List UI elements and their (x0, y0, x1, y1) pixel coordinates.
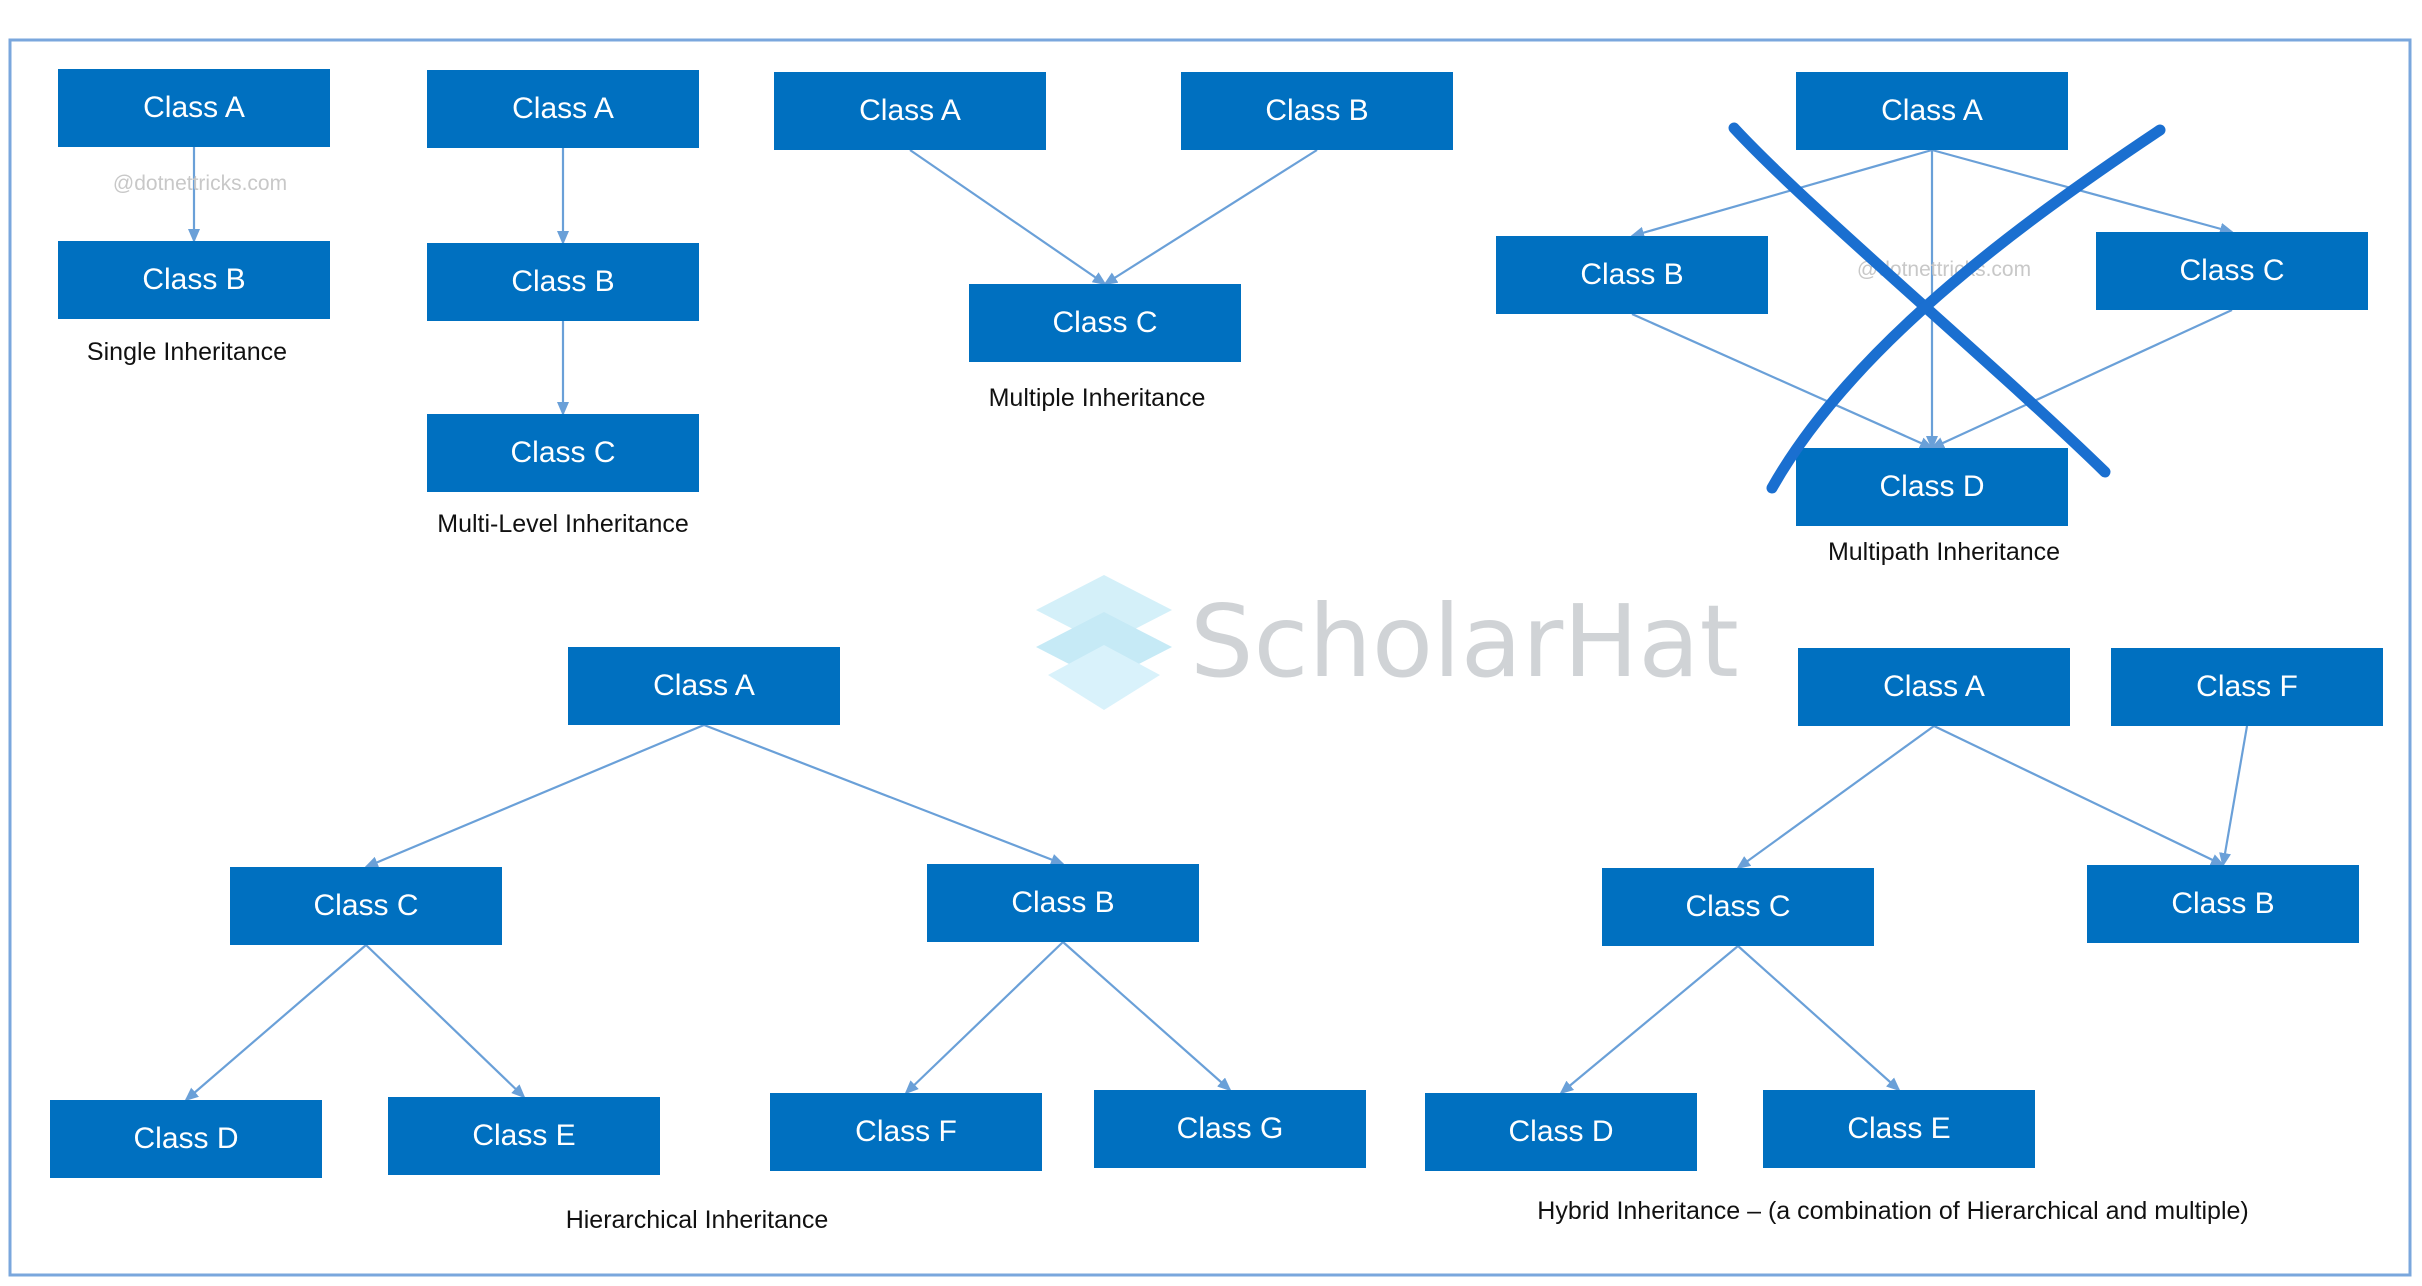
single-class-b-box: Class B (58, 241, 330, 319)
single-class-a-box: Class A (58, 69, 330, 147)
hierarchical-class-f-box: Class F (770, 1093, 1042, 1171)
single-caption: Single Inheritance (86, 338, 288, 366)
hybrid-class-e-box: Class E (1763, 1090, 2035, 1168)
multiple-caption: Multiple Inheritance (988, 384, 1206, 412)
hybrid-class-f-box: Class F (2111, 648, 2383, 726)
multipath-edge-a-to-b (1630, 148, 1933, 239)
multiple-class-b-box: Class B (1181, 72, 1453, 150)
hierarchical-class-a-box: Class A (568, 647, 840, 725)
multipath-edge-c-to-d (1930, 309, 2233, 449)
multipath-edge-a-to-c (1931, 148, 2234, 235)
multipath-class-d-box: Class D (1796, 448, 2068, 526)
multiple-edge-a-to-c (909, 149, 1107, 286)
hierarchical-class-b-box: Class B (927, 864, 1199, 942)
hybrid-class-c-box: Class C (1602, 868, 1874, 946)
multiple-class-c-box: Class C (969, 284, 1241, 362)
hybrid-class-d-box: Class D (1425, 1093, 1697, 1171)
site-watermark: @dotnettricks.com (112, 172, 288, 195)
hierarchical-edge-a-to-c (364, 723, 705, 869)
hierarchical-edge-a-to-b (703, 723, 1065, 866)
hierarchical-edge-b-to-g (1062, 941, 1232, 1092)
cross-stroke-1 (1728, 122, 2111, 478)
hierarchical-class-d-box: Class D (50, 1100, 322, 1178)
multipath-edge-b-to-d (1631, 312, 1934, 450)
multilevel-class-a-box: Class A (427, 70, 699, 148)
multilevel-class-b-box: Class B (427, 243, 699, 321)
outer-frame (8, 38, 2412, 1277)
multiple-edge-b-to-c (1103, 149, 1318, 286)
hierarchical-edge-c-to-d (184, 944, 367, 1102)
hierarchical-class-g-box: Class G (1094, 1090, 1366, 1168)
scholarhat-watermark-text: ScholarHat (1190, 583, 1739, 700)
hierarchical-class-e-box: Class E (388, 1097, 660, 1175)
hybrid-edge-c-to-d (1559, 945, 1739, 1095)
hierarchical-class-c-box: Class C (230, 867, 502, 945)
hybrid-edge-c-to-e (1737, 945, 1901, 1092)
hybrid-edge-f-to-b (2219, 725, 2249, 867)
scholarhat-logo-icon (1036, 575, 1172, 710)
multiple-class-a-box: Class A (774, 72, 1046, 150)
hierarchical-edge-b-to-f (904, 941, 1064, 1095)
multipath-class-b-box: Class B (1496, 236, 1768, 314)
hybrid-class-a-box: Class A (1798, 648, 2070, 726)
multilevel-class-c-box: Class C (427, 414, 699, 492)
hybrid-class-b-box: Class B (2087, 865, 2359, 943)
cross-stroke-2 (1766, 124, 2166, 494)
hybrid-edge-a-to-b (1933, 725, 2225, 866)
multilevel-caption: Multi-Level Inheritance (437, 510, 689, 538)
hybrid-caption: Hybrid Inheritance – (a combination of H… (1537, 1197, 2249, 1225)
hierarchical-caption: Hierarchical Inheritance (565, 1206, 829, 1234)
multipath-class-a-box: Class A (1796, 72, 2068, 150)
hierarchical-edge-c-to-e (365, 944, 526, 1099)
multipath-caption: Multipath Inheritance (1827, 538, 2061, 566)
site-watermark: @dotnettricks.com (1856, 258, 2032, 281)
multipath-class-c-box: Class C (2096, 232, 2368, 310)
hybrid-edge-a-to-c (1736, 725, 1935, 870)
